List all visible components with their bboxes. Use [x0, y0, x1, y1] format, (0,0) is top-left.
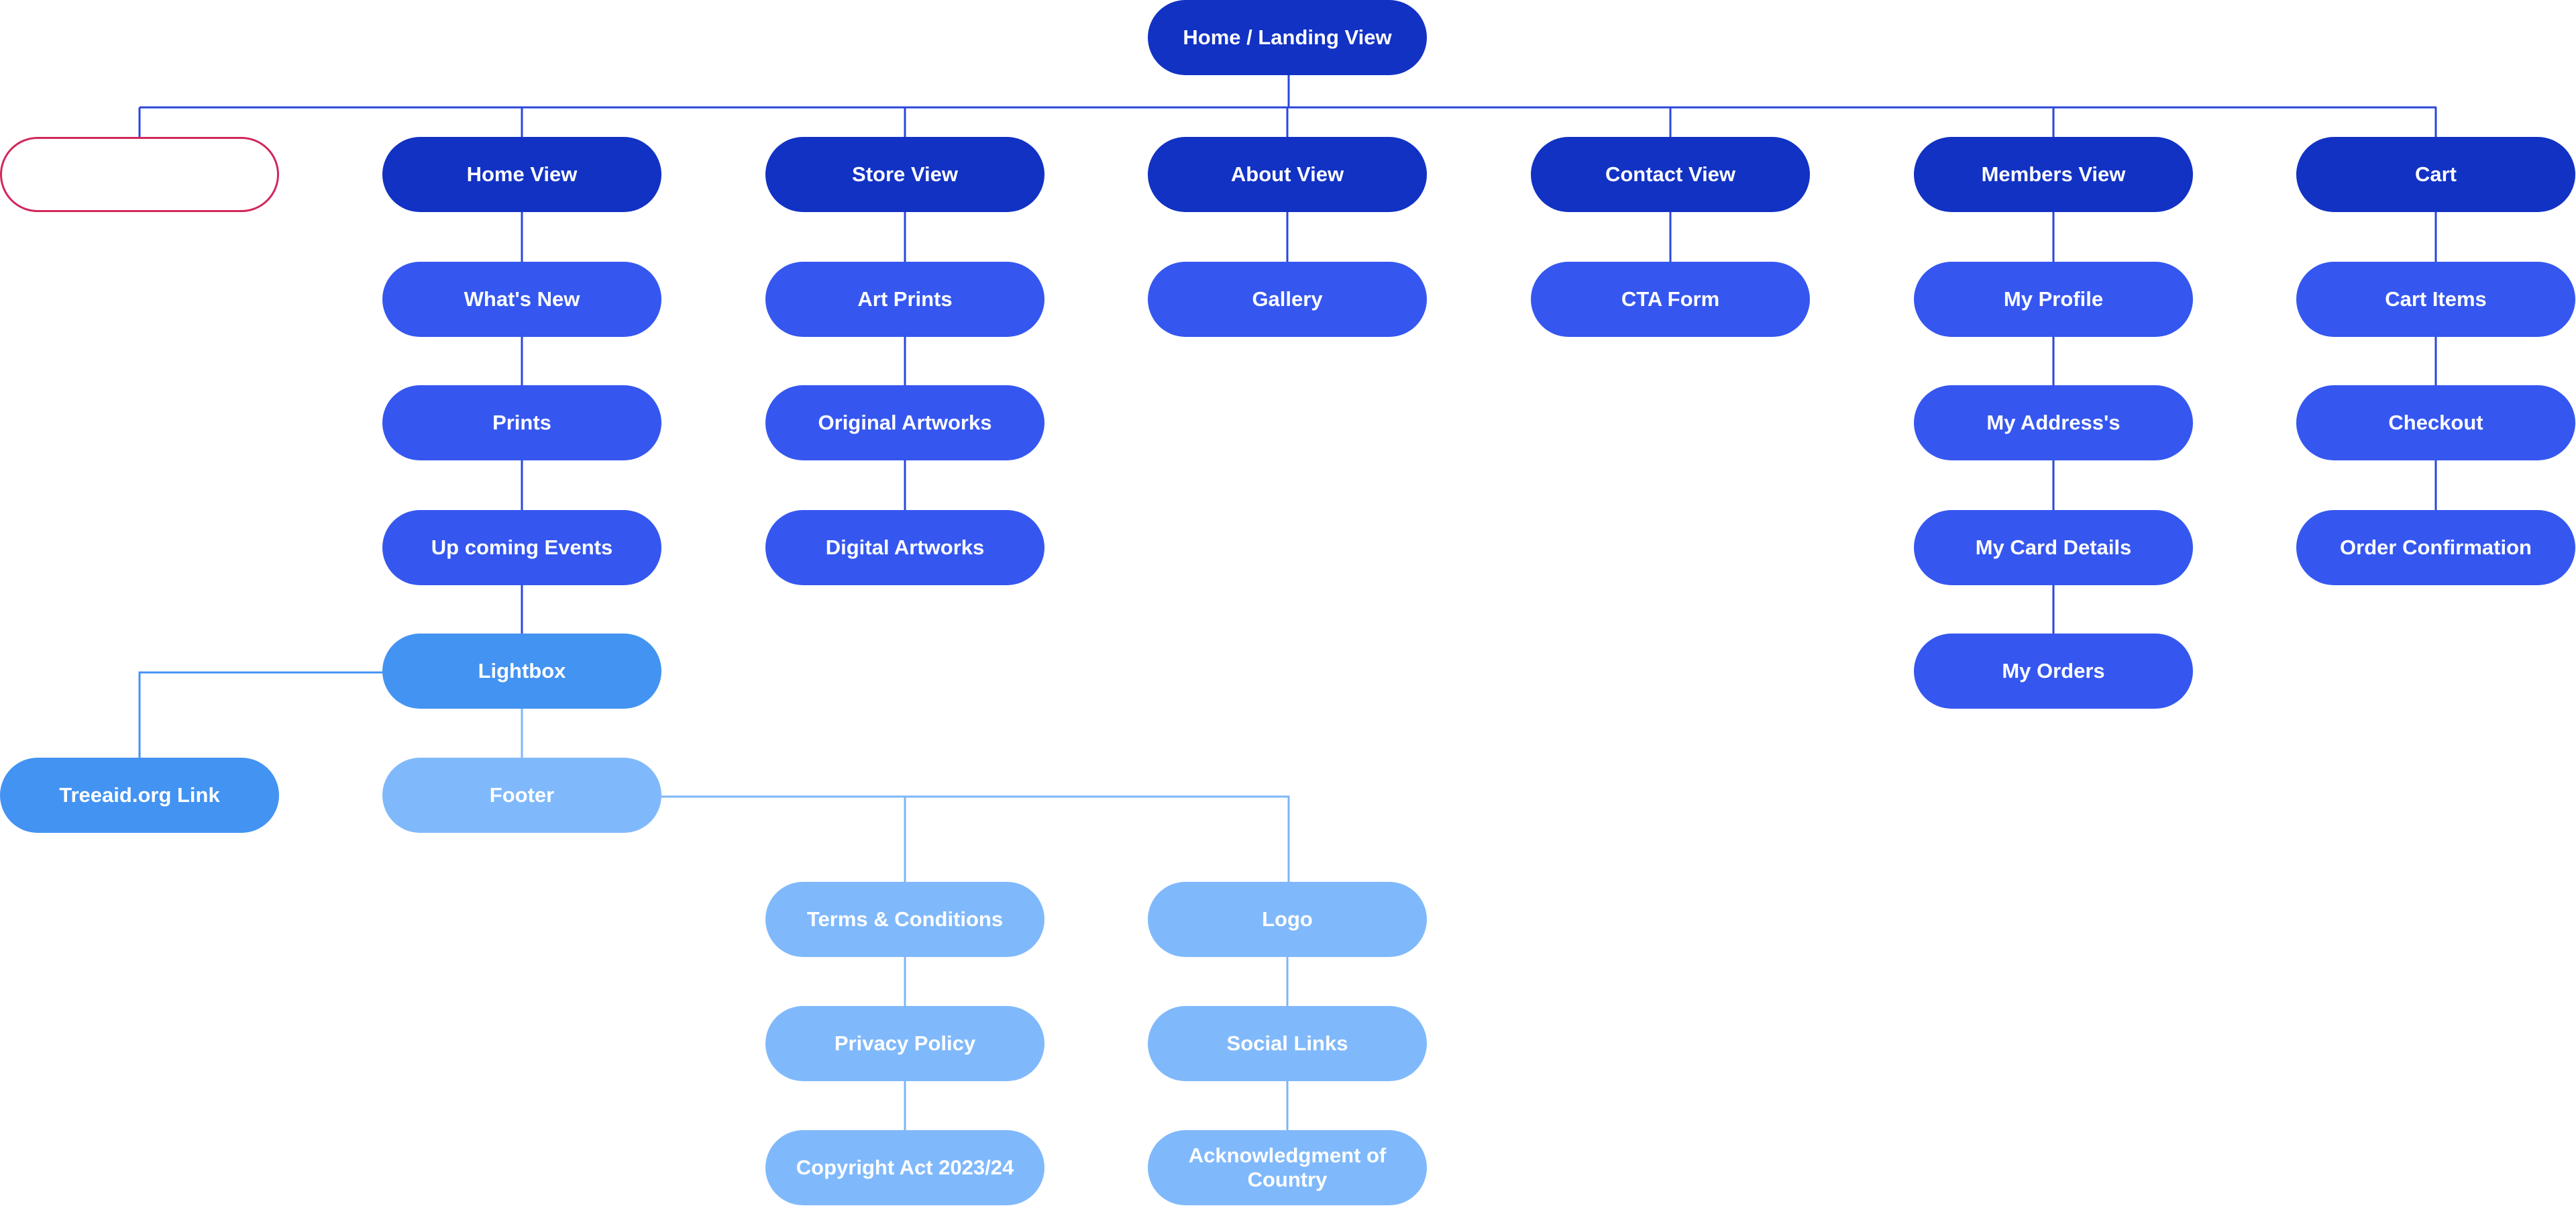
- node-original-artworks[interactable]: Original Artworks: [765, 385, 1044, 460]
- node-footer[interactable]: Footer: [382, 758, 661, 833]
- node-terms-conditions[interactable]: Terms & Conditions: [765, 882, 1044, 957]
- node-store-view[interactable]: Store View: [765, 137, 1044, 212]
- node-home-view[interactable]: Home View: [382, 137, 661, 212]
- node-my-profile[interactable]: My Profile: [1914, 262, 2193, 337]
- node-social-links[interactable]: Social Links: [1148, 1006, 1427, 1081]
- node-acknowledgment-of-country[interactable]: Acknowledgment of Country: [1148, 1130, 1427, 1205]
- connector-line: [661, 795, 1290, 882]
- node-whats-new[interactable]: What's New: [382, 262, 661, 337]
- node-copyright-act[interactable]: Copyright Act 2023/24: [765, 1130, 1044, 1205]
- node-empty[interactable]: [0, 137, 279, 212]
- node-about-view[interactable]: About View: [1148, 137, 1427, 212]
- node-my-addresses[interactable]: My Address's: [1914, 385, 2193, 460]
- node-gallery[interactable]: Gallery: [1148, 262, 1427, 337]
- node-privacy-policy[interactable]: Privacy Policy: [765, 1006, 1044, 1081]
- node-art-prints[interactable]: Art Prints: [765, 262, 1044, 337]
- node-prints[interactable]: Prints: [382, 385, 661, 460]
- node-members-view[interactable]: Members View: [1914, 137, 2193, 212]
- node-digital-artworks[interactable]: Digital Artworks: [765, 510, 1044, 585]
- node-cta-form[interactable]: CTA Form: [1531, 262, 1810, 337]
- node-lightbox[interactable]: Lightbox: [382, 634, 661, 709]
- node-checkout[interactable]: Checkout: [2296, 385, 2575, 460]
- node-order-confirmation[interactable]: Order Confirmation: [2296, 510, 2575, 585]
- node-my-orders[interactable]: My Orders: [1914, 634, 2193, 709]
- connector-line: [138, 671, 382, 758]
- node-treeaid-link[interactable]: Treeaid.org Link: [0, 758, 279, 833]
- node-cart-items[interactable]: Cart Items: [2296, 262, 2575, 337]
- node-contact-view[interactable]: Contact View: [1531, 137, 1810, 212]
- node-logo[interactable]: Logo: [1148, 882, 1427, 957]
- node-home-landing-view[interactable]: Home / Landing View: [1148, 0, 1427, 75]
- node-upcoming-events[interactable]: Up coming Events: [382, 510, 661, 585]
- node-cart[interactable]: Cart: [2296, 137, 2575, 212]
- node-my-card-details[interactable]: My Card Details: [1914, 510, 2193, 585]
